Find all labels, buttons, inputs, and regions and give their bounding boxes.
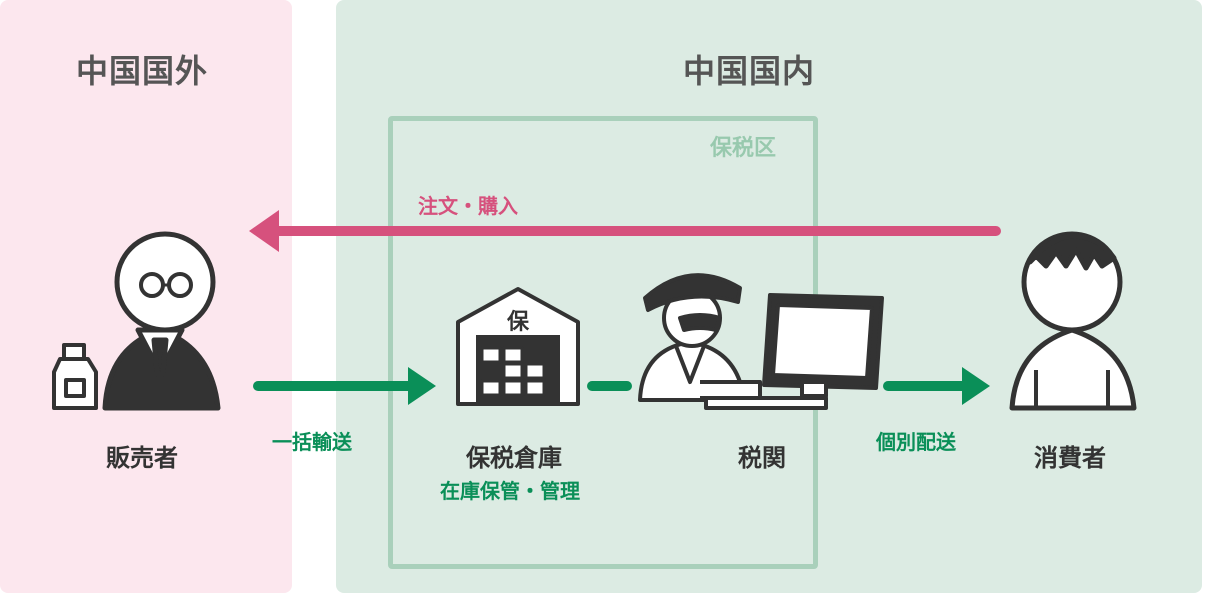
customs-officer-icon <box>638 273 762 402</box>
bulk-shipping-arrow <box>253 367 436 405</box>
seller-figure <box>102 231 221 411</box>
order-arrow <box>249 210 1001 252</box>
bulk-shipping-label: 一括輸送 <box>272 430 352 454</box>
customs-label: 税関 <box>738 444 786 472</box>
warehouse-sign: 保 <box>506 310 530 335</box>
consumer-figure <box>1009 231 1137 411</box>
region-title-outside: 中国国外 <box>76 52 209 90</box>
order-label: 注文・購入 <box>418 194 518 218</box>
bottle-icon <box>52 343 98 410</box>
consumer-label: 消費者 <box>1034 444 1106 472</box>
computer-monitor-icon <box>704 293 884 410</box>
seller-label: 販売者 <box>106 444 178 472</box>
warehouse-label: 保税倉庫 <box>466 444 562 472</box>
warehouse-sublabel: 在庫保管・管理 <box>440 479 580 503</box>
individual-delivery-label: 個別配送 <box>876 430 956 454</box>
individual-delivery-arrow <box>883 367 990 405</box>
region-title-inside: 中国国内 <box>683 52 816 90</box>
bonded-warehouse-icon: 保 <box>456 287 580 406</box>
bonded-zone-label: 保税区 <box>710 136 777 161</box>
